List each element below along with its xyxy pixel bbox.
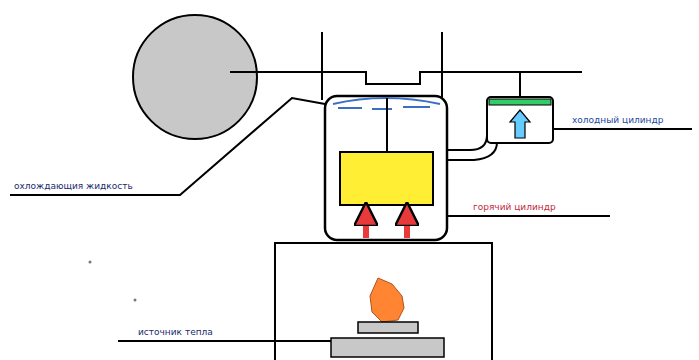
burner	[358, 322, 418, 333]
cylinder-wall	[441, 32, 443, 100]
coolant	[372, 108, 392, 110]
cold-arrow	[510, 110, 530, 138]
part-label: охлождающия жидкость	[14, 181, 133, 192]
part-label: источник тепла	[138, 327, 213, 338]
part-label: холодный цилиндр	[572, 115, 663, 126]
dot	[134, 299, 137, 302]
part-label: горячий цилиндр	[473, 202, 556, 213]
pipe	[447, 135, 487, 150]
leader-line	[553, 128, 692, 130]
cold-piston-rod	[519, 72, 521, 100]
coolant	[403, 106, 430, 108]
hot-cylinder	[325, 96, 447, 240]
leader-line	[447, 215, 610, 217]
burner-base	[331, 338, 444, 357]
displacer	[340, 152, 433, 205]
coolant	[338, 107, 362, 109]
heat-arrow	[404, 214, 410, 238]
leader-line	[10, 98, 325, 195]
flywheel	[133, 15, 257, 139]
crank-rod	[230, 72, 582, 84]
leader-line	[118, 340, 331, 342]
pipe	[447, 142, 497, 160]
heat-arrow	[363, 214, 369, 238]
flame	[370, 278, 404, 322]
displacer-rod	[386, 98, 388, 152]
dot	[89, 261, 92, 264]
cylinder-wall	[321, 32, 323, 100]
heat-source-box	[275, 243, 492, 360]
cold-cylinder	[487, 97, 553, 143]
cold-piston	[489, 99, 551, 105]
